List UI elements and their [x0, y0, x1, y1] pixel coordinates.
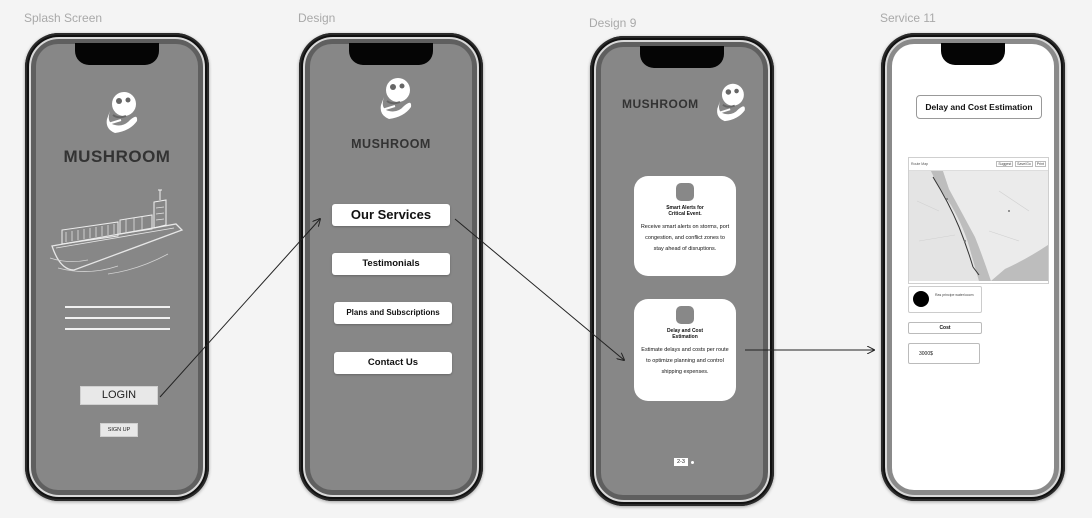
design-screen: MUSHROOM Our Services Testimonials Plans…: [310, 44, 472, 490]
map-header-title: Route Map: [911, 162, 929, 166]
service-title: Delay and Cost Estimation: [916, 95, 1042, 119]
login-label: LOGIN: [101, 389, 137, 401]
our-services-button[interactable]: Our Services: [332, 204, 450, 226]
pager-dot-icon: [690, 460, 694, 464]
phone-notch: [640, 46, 724, 68]
cost-value-box: 3000$: [908, 343, 980, 364]
plans-button[interactable]: Plans and Subscriptions: [334, 302, 452, 324]
service-title-text: Delay and Cost Estimation: [925, 102, 1033, 112]
phone-notch: [349, 43, 433, 65]
contact-us-button[interactable]: Contact Us: [334, 352, 452, 374]
service11-screen: Delay and Cost Estimation Route Map Sugg…: [892, 44, 1054, 490]
splash-brand-title: MUSHROOM: [63, 147, 171, 166]
cost-label: Cost: [939, 325, 951, 331]
map-header: Route Map Suggest Save/Go Print: [909, 158, 1048, 171]
frame-label-service11: Service 11: [880, 11, 936, 25]
testimonials-button[interactable]: Testimonials: [332, 253, 450, 275]
testimonials-label: Testimonials: [362, 258, 420, 269]
design9-screen: MUSHROOM Smart Alerts for Critical Event…: [601, 47, 763, 495]
design-brand-title: MUSHROOM: [351, 137, 431, 151]
phone-design: MUSHROOM Our Services Testimonials Plans…: [299, 33, 483, 501]
port-info-text: Ras principe water/oocm: [935, 293, 974, 297]
delay-cost-card[interactable]: Delay and Cost Estimation Estimate delay…: [634, 299, 736, 401]
our-services-label: Our Services: [350, 207, 432, 222]
estimate-icon: [676, 306, 694, 324]
port-avatar: [913, 291, 929, 307]
signup-button[interactable]: SIGN UP: [100, 423, 138, 437]
phone-service11: Delay and Cost Estimation Route Map Sugg…: [881, 33, 1065, 501]
design9-brand-title: MUSHROOM: [622, 97, 699, 111]
cost-label-box: Cost: [908, 322, 982, 334]
map-graphic: [909, 171, 1048, 281]
phone-splash: MUSHROOM LOGIN SIGN UP: [25, 33, 209, 501]
port-info-card[interactable]: Ras principe water/oocm: [908, 286, 982, 313]
card-title: Smart Alerts for Critical Event.: [666, 205, 704, 217]
map-tab-suggest[interactable]: Suggest: [996, 161, 1014, 167]
frame-label-design: Design: [298, 11, 336, 25]
card-description: Estimate delays and costs per route to o…: [641, 347, 729, 375]
pager[interactable]: 2-3: [674, 457, 694, 467]
plans-label: Plans and Subscriptions: [346, 308, 440, 317]
phone-design9: MUSHROOM Smart Alerts for Critical Event…: [590, 36, 774, 506]
pager-label: 2-3: [674, 458, 688, 466]
mushroom-logo-icon: [103, 89, 143, 140]
map-tab-save[interactable]: Save/Go: [1015, 161, 1033, 167]
card-title: Delay and Cost Estimation: [666, 328, 704, 340]
card-description: Receive smart alerts on storms, port con…: [640, 224, 730, 252]
signup-label: SIGN UP: [107, 427, 131, 433]
splash-menu-lines: [65, 306, 170, 330]
alert-icon: [676, 183, 694, 201]
map-tab-print[interactable]: Print: [1034, 161, 1046, 167]
splash-screen: MUSHROOM LOGIN SIGN UP: [36, 44, 198, 490]
route-map[interactable]: Route Map Suggest Save/Go Print: [908, 157, 1049, 284]
mushroom-logo-icon: [377, 75, 417, 126]
login-button[interactable]: LOGIN: [80, 386, 158, 405]
frame-label-splash: Splash Screen: [24, 11, 103, 25]
cost-value: 3000$: [919, 351, 933, 357]
cargo-ship-illustration: [48, 184, 188, 285]
frame-label-design9: Design 9: [589, 16, 637, 30]
smart-alerts-card[interactable]: Smart Alerts for Critical Event. Receive…: [634, 176, 736, 276]
contact-us-label: Contact Us: [367, 357, 419, 368]
phone-notch: [941, 43, 1005, 65]
mushroom-logo-icon: [713, 81, 751, 128]
phone-notch: [75, 43, 159, 65]
